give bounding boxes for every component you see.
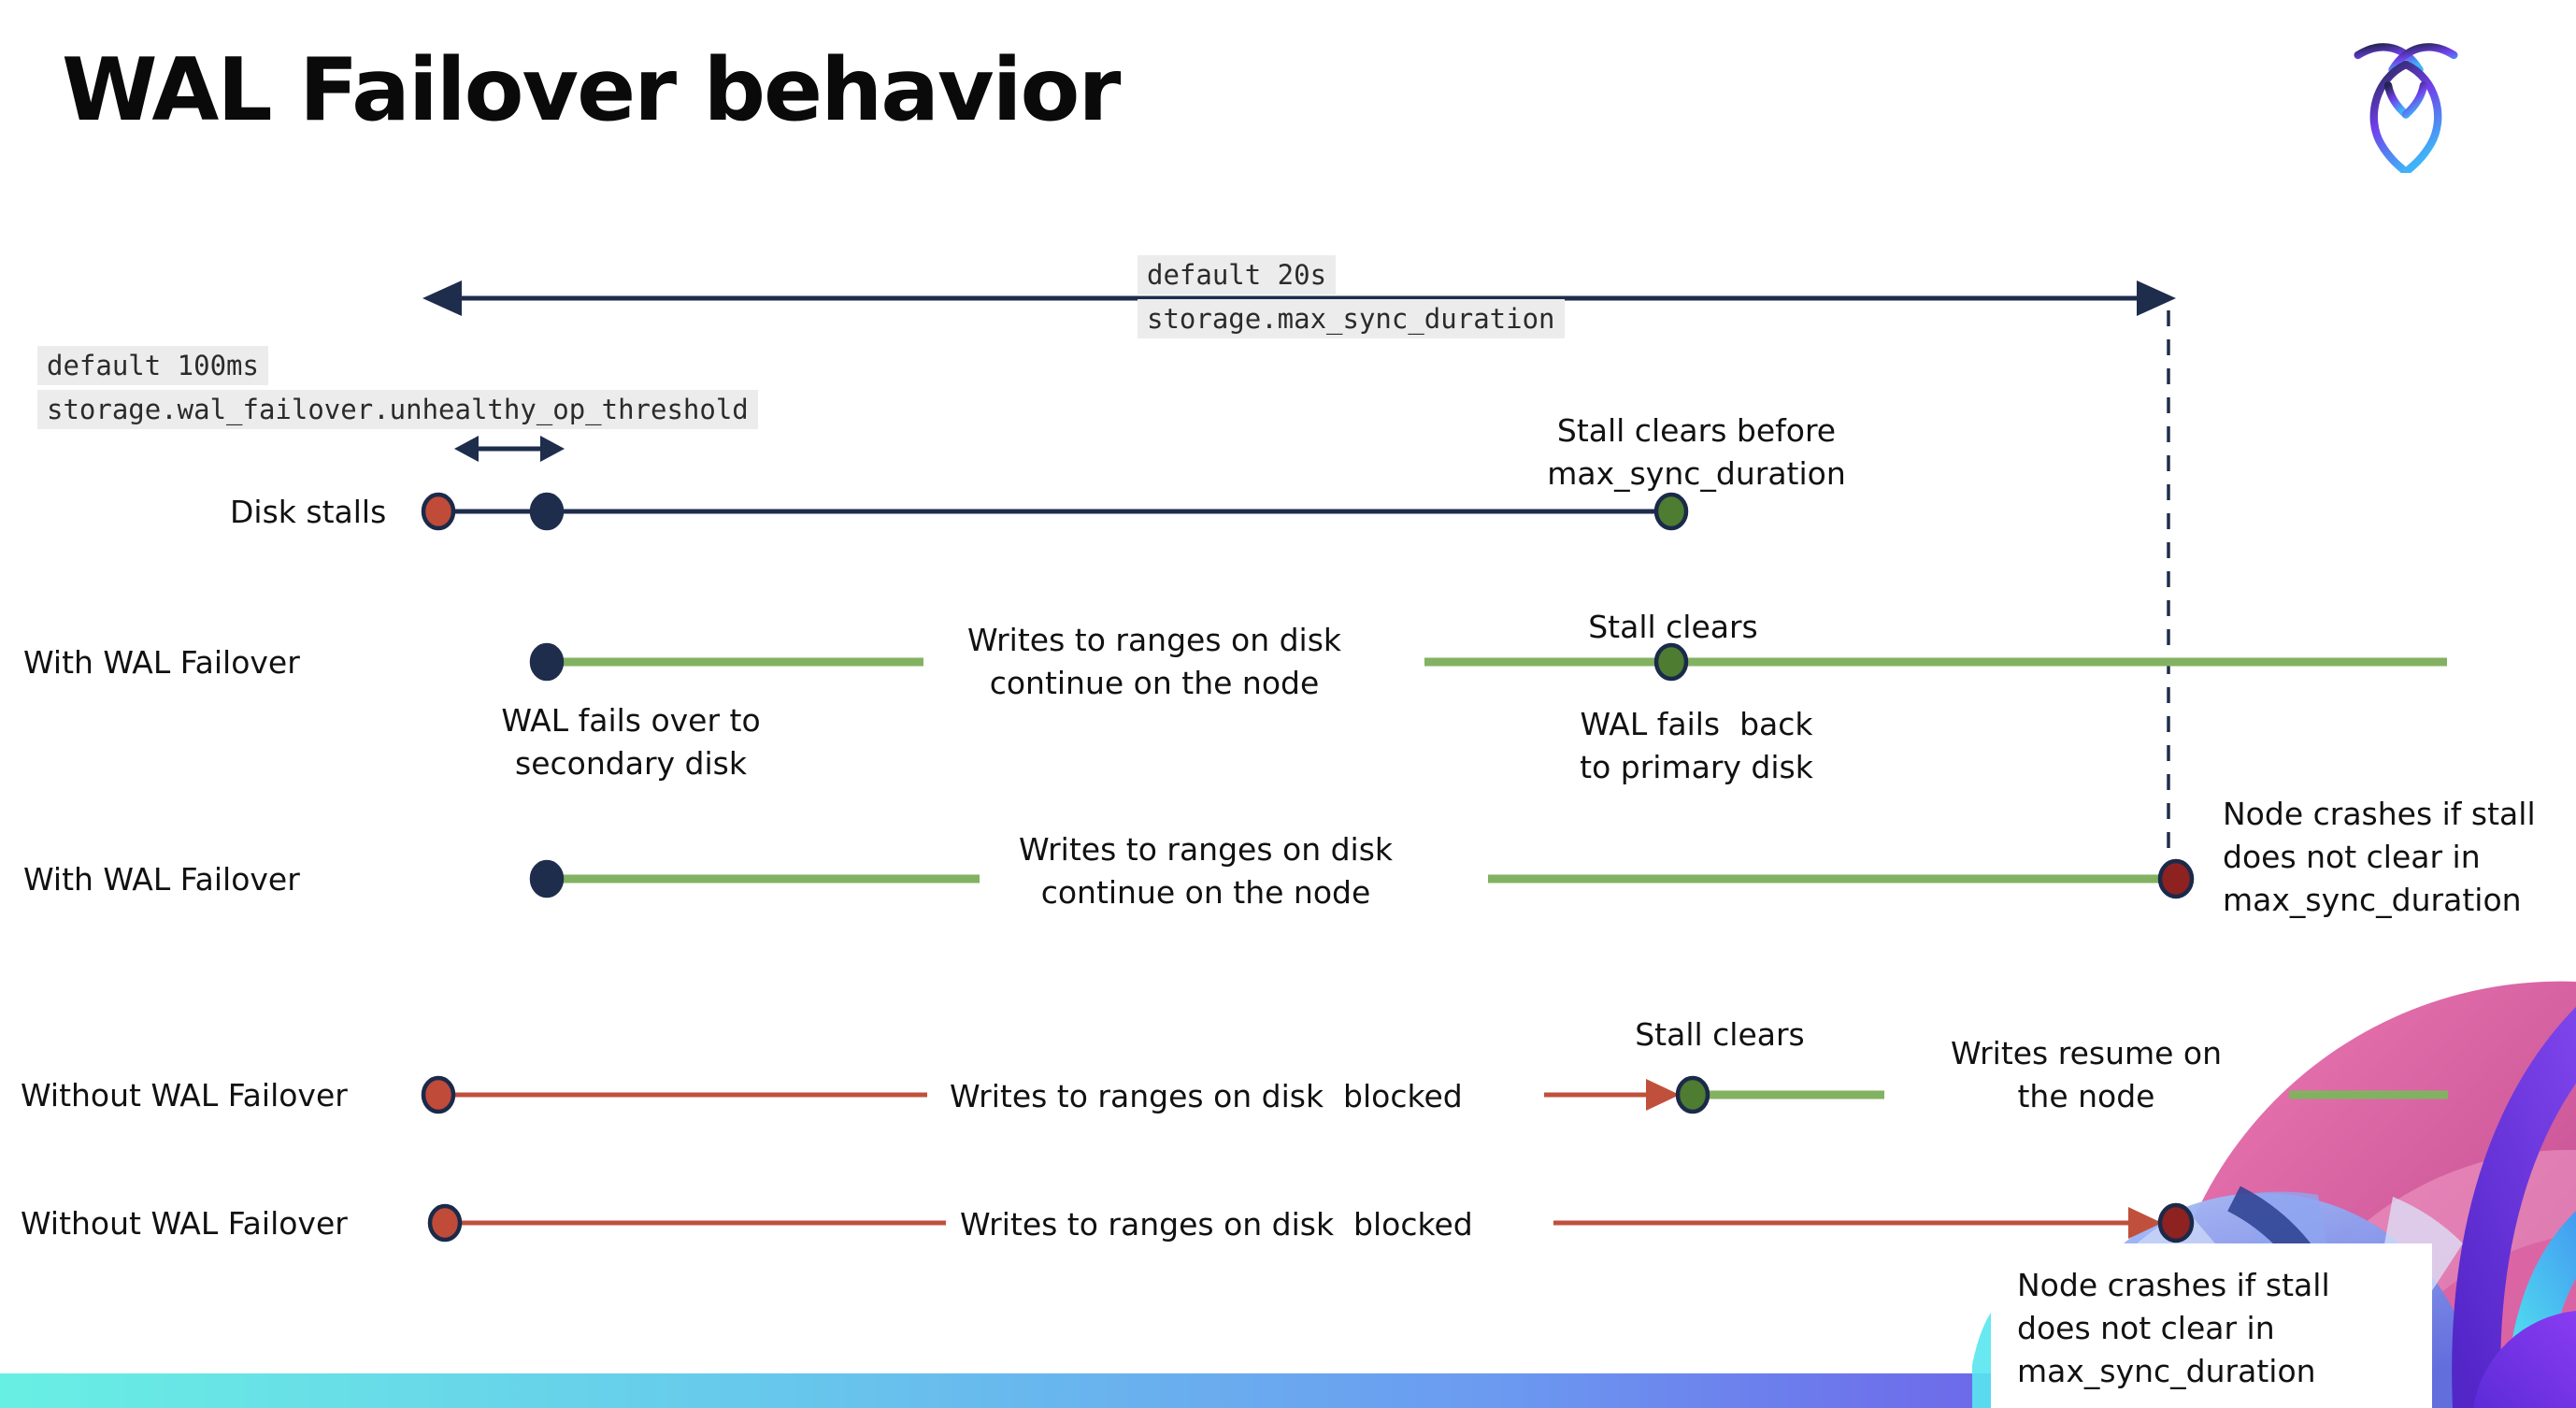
stall-start-dot xyxy=(427,1203,463,1243)
timeline-without-failover-clears xyxy=(421,1075,2448,1114)
timeline-with-failover-crash xyxy=(529,858,2195,899)
stall-clears-label: Stall clears xyxy=(1588,609,1758,645)
stall-clears-dot xyxy=(1653,642,1689,682)
node-crashes-label: Node crashes if stall does not clear in … xyxy=(2017,1267,2330,1389)
unhealthy-op-threshold-config-label: default 100ms storage.wal_failover.unhea… xyxy=(37,346,758,429)
writes-resume-label: Writes resume on the node xyxy=(1950,1035,2223,1114)
stall-clears-dot xyxy=(1653,492,1689,531)
row-label-without-wal-failover: Without WAL Failover xyxy=(21,1205,348,1242)
writes-blocked-label: Writes to ranges on disk blocked xyxy=(960,1206,1473,1243)
node-crash-dot xyxy=(2157,1202,2195,1243)
row-label-with-wal-failover: With WAL Failover xyxy=(23,861,300,898)
stall-start-dot xyxy=(421,492,456,531)
config-setting-name: storage.wal_failover.unhealthy_op_thresh… xyxy=(37,390,758,429)
config-default-value: default 20s xyxy=(1138,255,1337,295)
stall-clears-label: Stall clears xyxy=(1635,1016,1805,1053)
timeline-without-failover-crash xyxy=(427,1202,2195,1243)
stall-clears-before-label: Stall clears before max_sync_duration xyxy=(1547,412,1846,492)
logo-antenna xyxy=(2388,43,2458,74)
unhealthy-op-threshold-arrow xyxy=(454,436,565,462)
page-title: WAL Failover behavior xyxy=(62,39,1121,140)
logo-branch xyxy=(2401,81,2428,119)
art-purple-arc xyxy=(2452,1007,2576,1408)
failover-dot xyxy=(529,642,565,682)
threshold-dot xyxy=(529,492,565,531)
logo-branch xyxy=(2383,81,2411,119)
row-label-disk-stalls: Disk stalls xyxy=(230,494,387,530)
stall-clears-dot xyxy=(1675,1075,1710,1114)
red-arrowhead xyxy=(1646,1079,1680,1111)
max-sync-duration-config-label: default 20s storage.max_sync_duration xyxy=(1138,255,1565,338)
node-crash-callout-box: Node crashes if stall does not clear in … xyxy=(1991,1243,2432,1408)
writes-blocked-label: Writes to ranges on disk blocked xyxy=(950,1078,1463,1114)
node-crash-dot xyxy=(2157,858,2195,899)
node-crashes-label: Node crashes if stall does not clear in … xyxy=(2223,796,2536,918)
wal-fails-back-label: WAL fails back to primary disk xyxy=(1580,706,1813,785)
stall-start-dot xyxy=(421,1075,456,1114)
row-label-without-wal-failover: Without WAL Failover xyxy=(21,1077,348,1113)
max-sync-duration-arrow xyxy=(422,280,2176,316)
cockroachdb-logo xyxy=(2354,43,2458,173)
red-arrowhead xyxy=(2128,1207,2162,1239)
writes-continue-label: Writes to ranges on disk continue on the… xyxy=(1018,831,1394,911)
art-violet-blob xyxy=(2473,1311,2576,1408)
row-label-with-wal-failover: With WAL Failover xyxy=(23,644,300,681)
timeline-disk-stalls xyxy=(421,492,1689,531)
timeline-with-failover-clears xyxy=(529,642,2447,682)
wal-fails-over-label: WAL fails over to secondary disk xyxy=(501,702,761,782)
logo-antenna xyxy=(2354,43,2424,74)
writes-continue-label: Writes to ranges on disk continue on the… xyxy=(966,622,1342,701)
failover-dot xyxy=(529,859,565,898)
config-default-value: default 100ms xyxy=(37,346,268,385)
config-setting-name: storage.max_sync_duration xyxy=(1138,299,1565,338)
